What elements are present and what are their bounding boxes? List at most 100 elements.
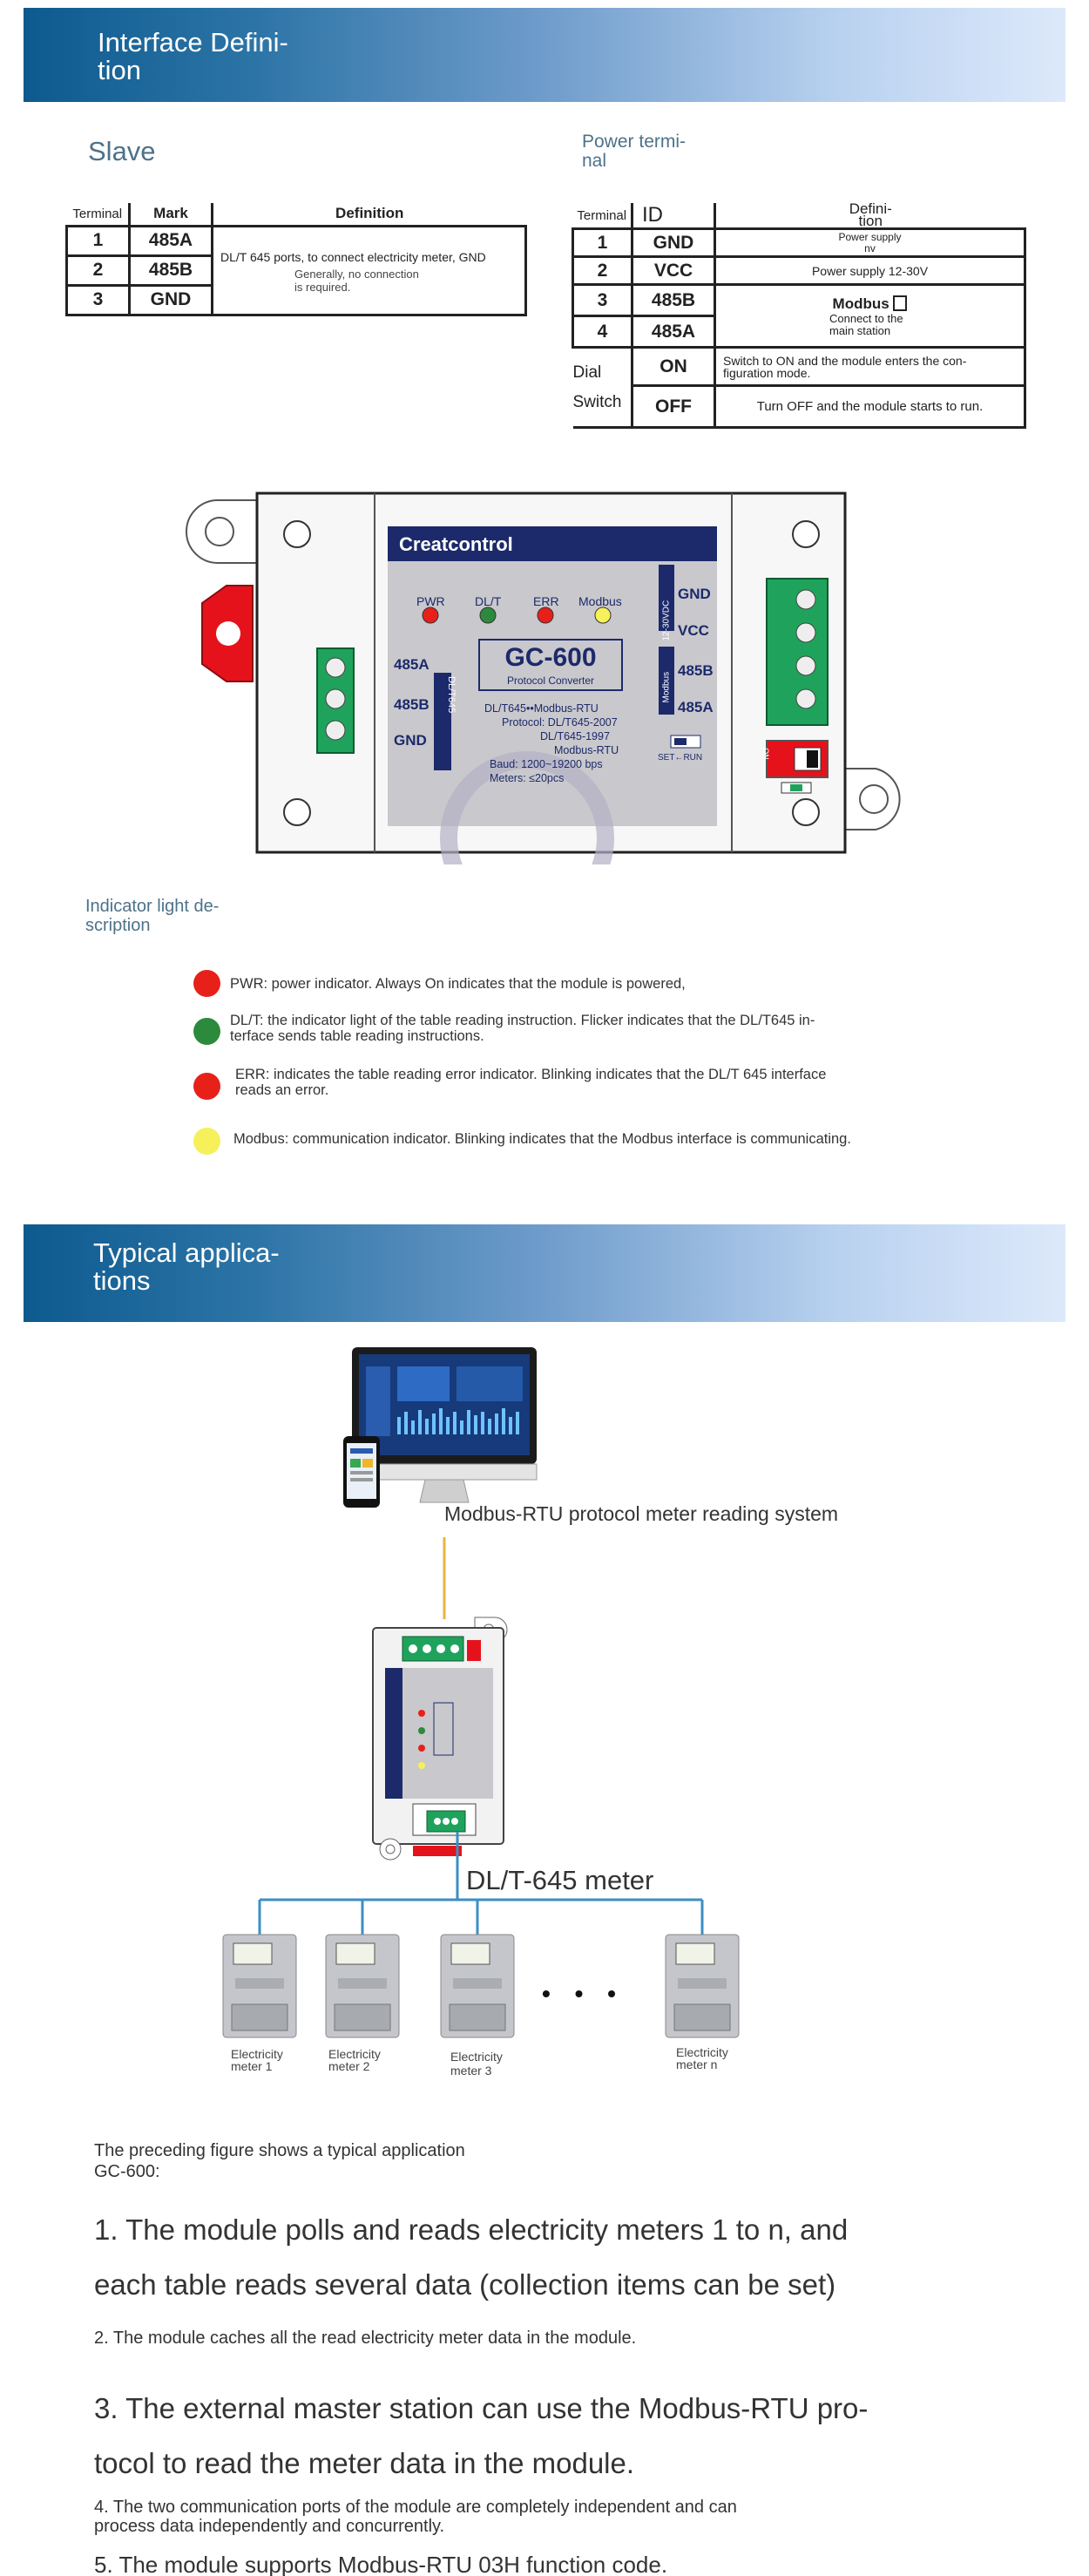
slave-mark-1: 485A — [128, 224, 213, 257]
power-terminal-1: 1 — [572, 227, 633, 258]
slave-table: Terminal Mark Definition 1 485A DL/T 645… — [65, 203, 527, 316]
power-id-off: OFF — [631, 384, 716, 429]
led-label-err: ERR — [533, 594, 559, 608]
power-def-off: Turn OFF and the module starts to run. — [714, 384, 1026, 429]
typical-applications-title: Typical applica- tions — [93, 1237, 280, 1296]
slave-definition-note: Generally, no connection is required. — [294, 267, 419, 294]
device-brand: Creatcontrol — [399, 533, 513, 555]
screw-br — [792, 798, 820, 826]
dlt-led-icon — [193, 1018, 220, 1045]
mount-hole-left — [205, 517, 234, 546]
right-term-gnd: GND — [678, 586, 711, 602]
modbus-box-icon — [893, 295, 908, 311]
power-col-terminal: Terminal — [572, 203, 633, 230]
err-led-icon — [193, 1073, 220, 1100]
left-term-485a: 485A — [394, 656, 430, 673]
right-term-485b: 485B — [678, 662, 714, 679]
application-point-3: 3. The external master station can use t… — [94, 2392, 869, 2479]
meter-2-label: Electricity meter 2 — [328, 2047, 381, 2073]
slave-definition-cell: DL/T 645 ports, to connect electricity m… — [211, 224, 527, 316]
power-col-id: ID — [631, 203, 716, 230]
slave-mark-2: 485B — [128, 254, 213, 287]
meter-3-label: Electricity meter 3 — [450, 2050, 503, 2078]
slave-heading: Slave — [88, 136, 156, 166]
meter-bus-label: DL/T-645 meter — [466, 1865, 654, 1895]
power-id-on: ON — [631, 346, 716, 387]
indicator-text-pwr: PWR: power indicator. Always On indicate… — [230, 976, 686, 992]
slave-col-definition: Definition — [211, 203, 526, 227]
meter-3-icon — [440, 1934, 515, 2038]
indicator-text-dlt: DL/T: the indicator light of the table r… — [230, 1013, 815, 1044]
slave-mark-3: GND — [128, 283, 213, 316]
meter-2-icon — [325, 1934, 400, 2038]
led-label-modbus: Modbus — [578, 594, 622, 608]
dial-label: Dial — [572, 363, 602, 382]
power-id-1: GND — [631, 227, 716, 258]
device-spec-5: Baud: 1200~19200 bps — [490, 758, 603, 770]
din-clip-hole — [216, 621, 240, 646]
dial-switch-cell: Dial Switch — [572, 346, 633, 429]
application-point-5: 5. The module supports Modbus-RTU 03H fu… — [94, 2552, 668, 2576]
power-def-modbus-cell: Modbus Connect to the main station — [714, 283, 1026, 349]
slave-terminal-1: 1 — [65, 224, 131, 257]
interface-definition-banner: Interface Defini- tion — [24, 8, 1065, 102]
power-def-1: Power supply nv — [714, 227, 1026, 258]
device-spec-3: DL/T645-1997 — [540, 730, 610, 742]
power-table: Terminal ID Defini- tion 1 GND Power sup… — [572, 201, 1026, 429]
power-id-2: VCC — [631, 255, 716, 286]
application-point-2: 2. The module caches all the read electr… — [94, 2329, 637, 2348]
mount-hole-right — [859, 784, 889, 814]
power-id-3: 485B — [631, 283, 716, 317]
model-box — [478, 639, 623, 691]
pwr-led-icon — [193, 970, 220, 997]
application-point-4: 4. The two communication ports of the mo… — [94, 2498, 737, 2536]
right-vertical-power: 12-30VDC — [661, 600, 672, 641]
monitor-stand — [419, 1479, 470, 1503]
device-model: GC-600 — [504, 643, 597, 672]
power-def-3: Modbus — [832, 295, 889, 312]
interface-definition-title: Interface Defini- tion — [98, 27, 288, 85]
module-din-clip — [413, 1846, 462, 1856]
meter-1-label: Electricity meter 1 — [231, 2047, 283, 2073]
power-col-definition: Defini- tion — [714, 201, 1025, 230]
left-term-gnd: GND — [394, 732, 427, 749]
device-spec-6: Meters: ≤20pcs — [490, 772, 565, 784]
meter-n-icon — [665, 1934, 740, 2038]
power-terminal-2: 2 — [572, 255, 633, 286]
screw-tl — [283, 520, 311, 548]
dial-on-label: ON — [761, 748, 770, 760]
right-term-vcc: VCC — [678, 622, 709, 639]
left-term-vertical: DL/T645 — [446, 676, 457, 714]
screw-tr — [792, 520, 820, 548]
gc600-device-diagram — [186, 491, 901, 864]
modbus-led-icon — [193, 1128, 220, 1155]
application-point-1: 1. The module polls and reads electricit… — [94, 2213, 849, 2301]
slave-terminal-3: 3 — [65, 283, 131, 316]
meter-1-icon — [222, 1934, 297, 2038]
device-spec-1: DL/T645••Modbus-RTU — [484, 702, 599, 715]
device-spec-2: Protocol: DL/T645-2007 — [502, 716, 618, 729]
label-brand-strip — [388, 526, 717, 561]
slave-terminal-2: 2 — [65, 254, 131, 287]
led-label-dlt: DL/T — [475, 594, 502, 608]
power-def-on: Switch to ON and the module enters the c… — [714, 346, 1026, 387]
device-spec-4: Modbus-RTU — [554, 744, 619, 756]
power-terminal-3: 3 — [572, 283, 633, 317]
indicator-heading: Indicator light de- scription — [85, 897, 220, 935]
led-modbus — [594, 607, 612, 624]
set-run-label: SET←RUN — [658, 753, 703, 763]
screw-bl — [283, 798, 311, 826]
indicator-text-modbus: Modbus: communication indicator. Blinkin… — [233, 1131, 851, 1147]
slave-col-mark: Mark — [128, 203, 213, 227]
led-dlt — [479, 607, 497, 624]
typical-applications-banner: Typical applica- tions — [24, 1224, 1065, 1322]
module-label — [385, 1668, 493, 1799]
power-terminal-4: 4 — [572, 315, 633, 349]
led-err — [537, 607, 554, 624]
power-terminal-heading: Power termi- nal — [582, 132, 687, 171]
device-subtitle: Protocol Converter — [506, 675, 595, 687]
led-pwr — [422, 607, 439, 624]
switch-label: Switch — [572, 392, 622, 411]
system-label: Modbus-RTU protocol meter reading system — [444, 1502, 839, 1525]
right-vertical-modbus: Modbus — [661, 671, 672, 703]
